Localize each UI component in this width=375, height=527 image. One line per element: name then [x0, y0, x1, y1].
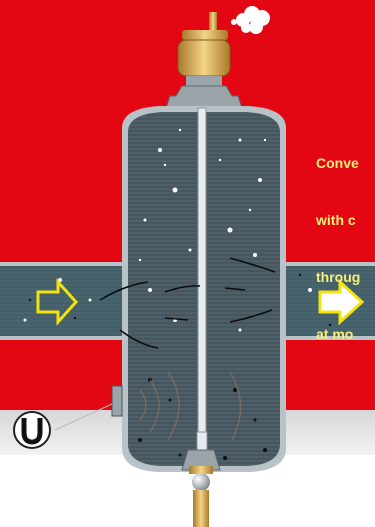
air-puff-icon — [231, 6, 270, 34]
magnet-leader-line — [55, 404, 112, 430]
magnet-insert — [112, 386, 122, 416]
vessel-neck — [166, 86, 242, 108]
air-vent-icon — [178, 12, 230, 86]
magnet-icon — [14, 412, 50, 448]
center-tube — [198, 108, 206, 450]
caption-line-4: at mo — [316, 325, 375, 344]
caption-line-1: Conve — [316, 154, 375, 173]
caption-line-3: throug — [316, 268, 375, 287]
tube-cap — [197, 432, 207, 450]
caption-text: Conve with c throug at mo — [316, 116, 375, 363]
drain-valve-icon — [182, 450, 220, 527]
caption-line-2: with c — [316, 211, 375, 230]
